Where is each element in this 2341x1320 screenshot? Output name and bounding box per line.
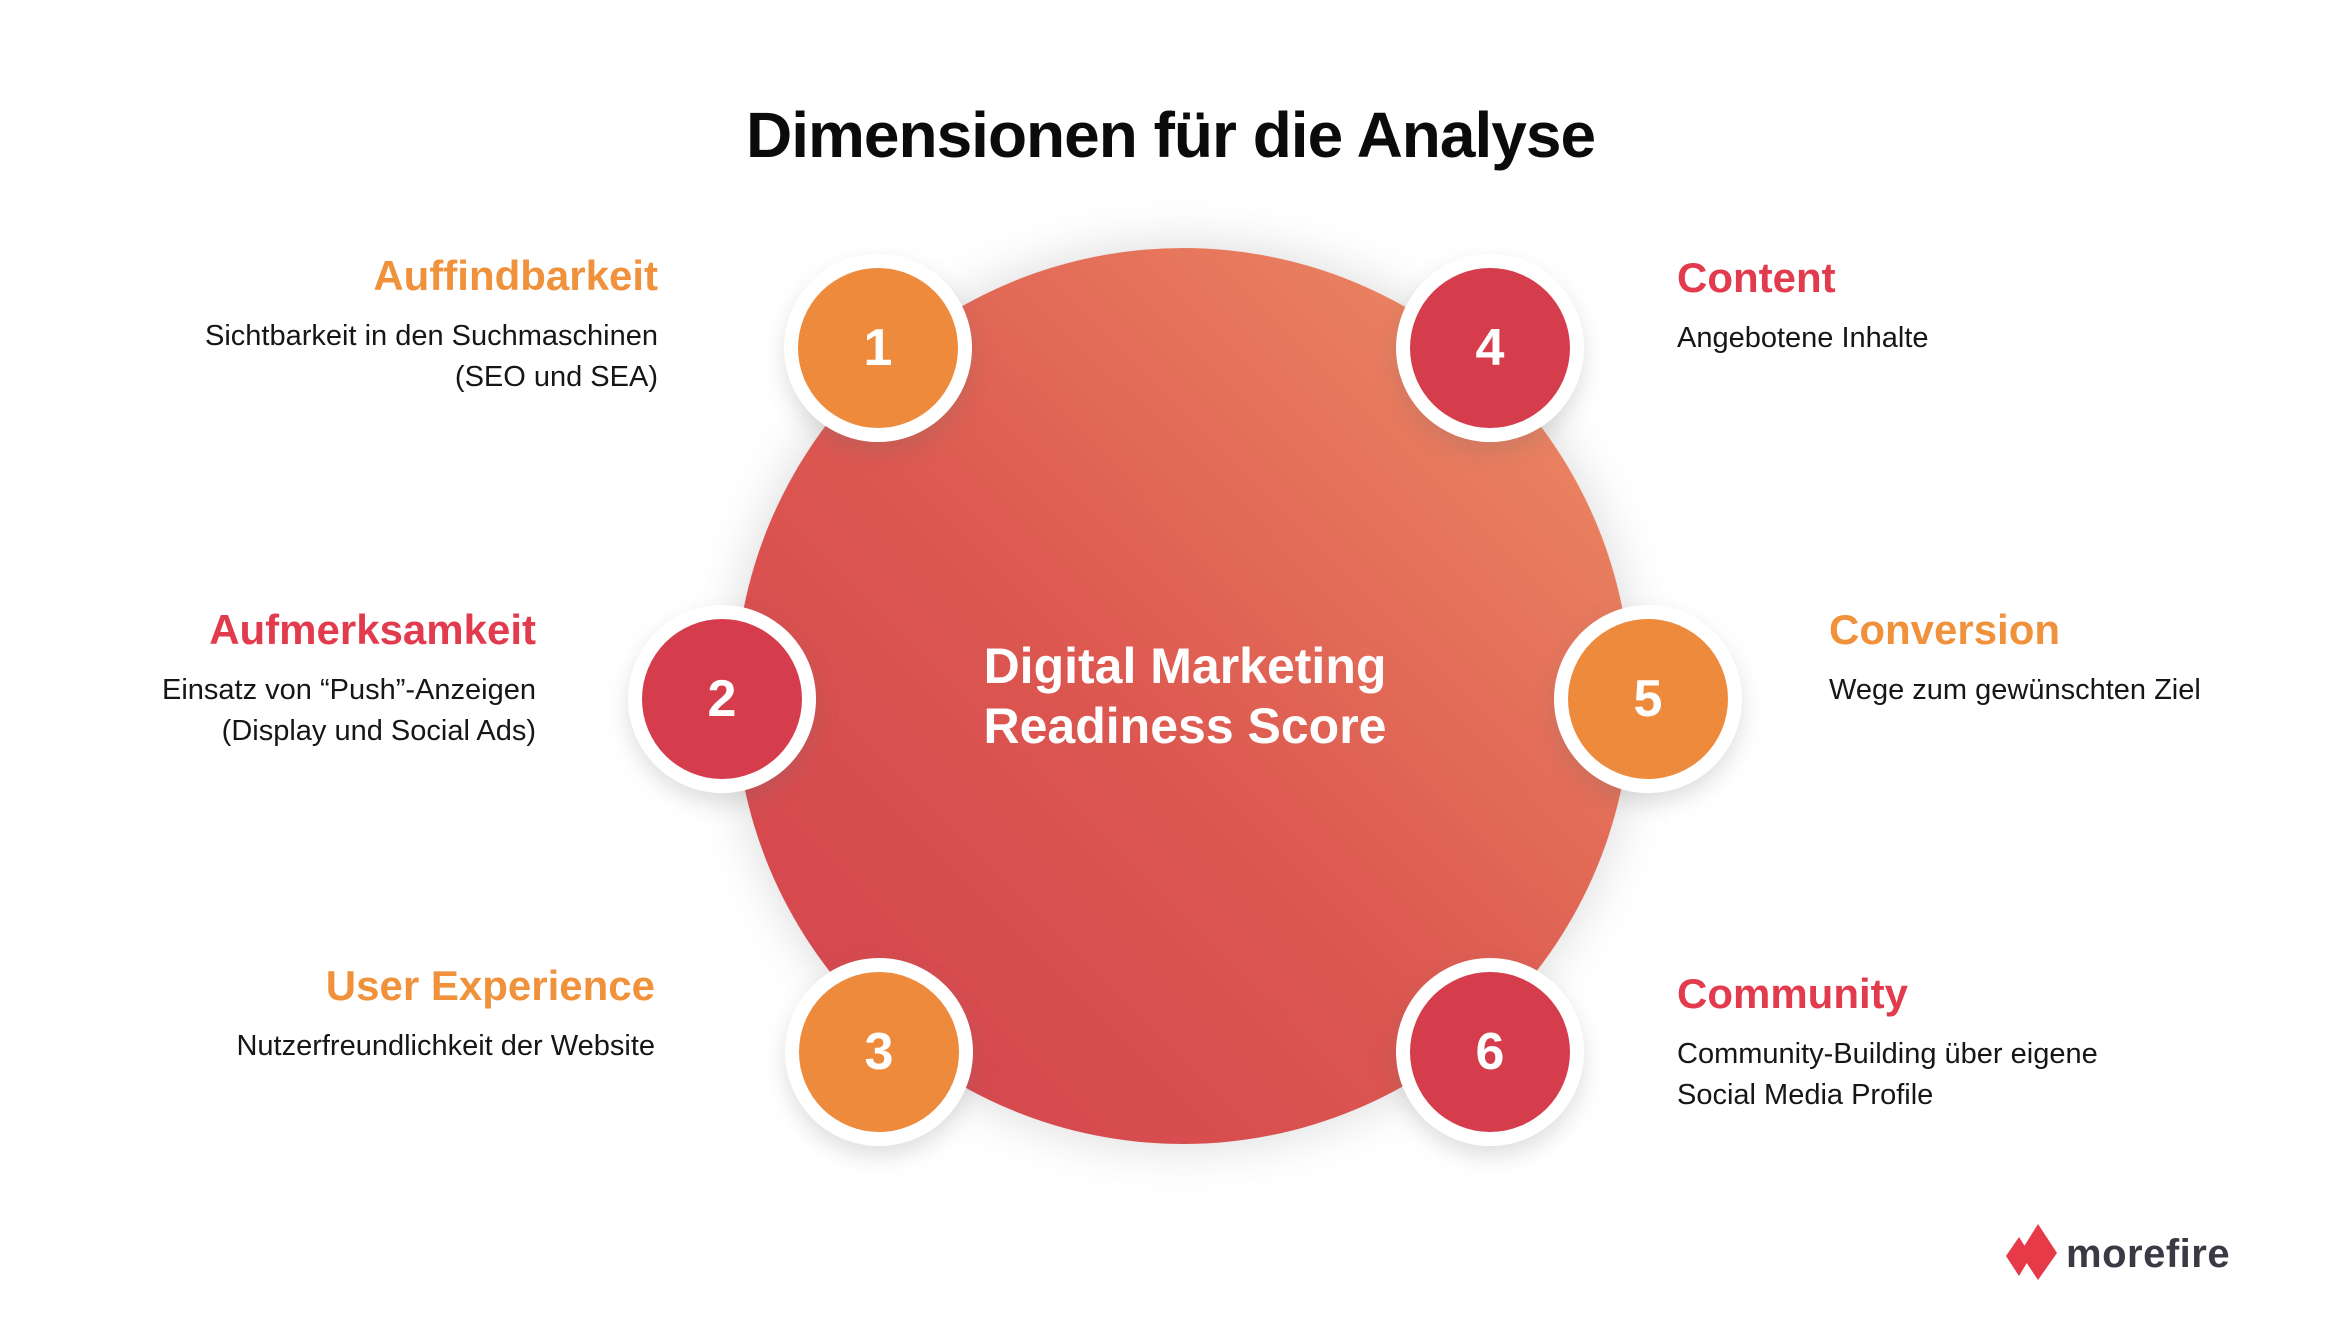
description-line: Angebotene Inhalte <box>1677 322 1929 354</box>
dimension-number-1: 1 <box>798 268 958 428</box>
description-line: (Display und Social Ads) <box>221 715 536 747</box>
dimension-description-1: Sichtbarkeit in den Suchmaschinen (SEO u… <box>18 316 658 398</box>
dimension-node-6: 6 <box>1396 958 1584 1146</box>
morefire-logo: morefire <box>2006 1224 2230 1285</box>
dimension-label-user-experience: User Experience Nutzerfreundlichkeit der… <box>15 960 655 1067</box>
dimension-node-2: 2 <box>628 605 816 793</box>
dimension-number-3: 3 <box>799 972 959 1132</box>
flame-icon <box>2006 1224 2058 1285</box>
dimension-node-1: 1 <box>784 254 972 442</box>
dimension-description-5: Wege zum gewünschten Ziel <box>1829 670 2341 711</box>
dimension-description-6: Community-Building über eigene Social Me… <box>1677 1034 2317 1116</box>
dimension-node-4: 4 <box>1396 254 1584 442</box>
dimension-number-6: 6 <box>1410 972 1570 1132</box>
description-line: Nutzerfreundlichkeit der Website <box>236 1030 655 1062</box>
dimension-number-5: 5 <box>1568 619 1728 779</box>
dimension-label-conversion: Conversion Wege zum gewünschten Ziel <box>1829 604 2341 711</box>
dimension-description-4: Angebotene Inhalte <box>1677 318 2317 359</box>
description-line: Sichtbarkeit in den Suchmaschinen <box>205 320 658 352</box>
dimension-label-content: Content Angebotene Inhalte <box>1677 252 2317 359</box>
dimension-label-community: Community Community-Building über eigene… <box>1677 968 2317 1116</box>
description-line: Social Media Profile <box>1677 1079 1934 1111</box>
central-circle-label: Digital Marketing Readiness Score <box>785 636 1585 756</box>
central-label-line-1: Digital Marketing <box>983 638 1387 694</box>
dimension-title-1: Auffindbarkeit <box>373 252 658 299</box>
description-line: (SEO und SEA) <box>454 361 658 393</box>
dimension-title-5: Conversion <box>1829 606 2061 653</box>
dimension-node-5: 5 <box>1554 605 1742 793</box>
dimension-node-3: 3 <box>785 958 973 1146</box>
dimension-label-auffindbarkeit: Auffindbarkeit Sichtbarkeit in den Suchm… <box>18 250 658 398</box>
dimension-label-aufmerksamkeit: Aufmerksamkeit Einsatz von “Push”-Anzeig… <box>0 604 536 752</box>
central-label-line-2: Readiness Score <box>983 698 1387 754</box>
dimension-title-6: Community <box>1677 970 1908 1017</box>
dimension-title-2: Aufmerksamkeit <box>209 606 536 653</box>
page-title: Dimensionen für die Analyse <box>745 99 1596 171</box>
dimension-description-2: Einsatz von “Push”-Anzeigen (Display und… <box>0 670 536 752</box>
description-line: Wege zum gewünschten Ziel <box>1829 674 2201 706</box>
description-line: Community-Building über eigene <box>1677 1038 2098 1070</box>
morefire-logo-text: morefire <box>2066 1232 2231 1276</box>
dimension-title-3: User Experience <box>325 962 655 1009</box>
dimension-number-2: 2 <box>642 619 802 779</box>
description-line: Einsatz von “Push”-Anzeigen <box>162 674 536 706</box>
dimension-title-4: Content <box>1677 254 1836 301</box>
dimension-description-3: Nutzerfreundlichkeit der Website <box>15 1026 655 1067</box>
dimension-number-4: 4 <box>1410 268 1570 428</box>
